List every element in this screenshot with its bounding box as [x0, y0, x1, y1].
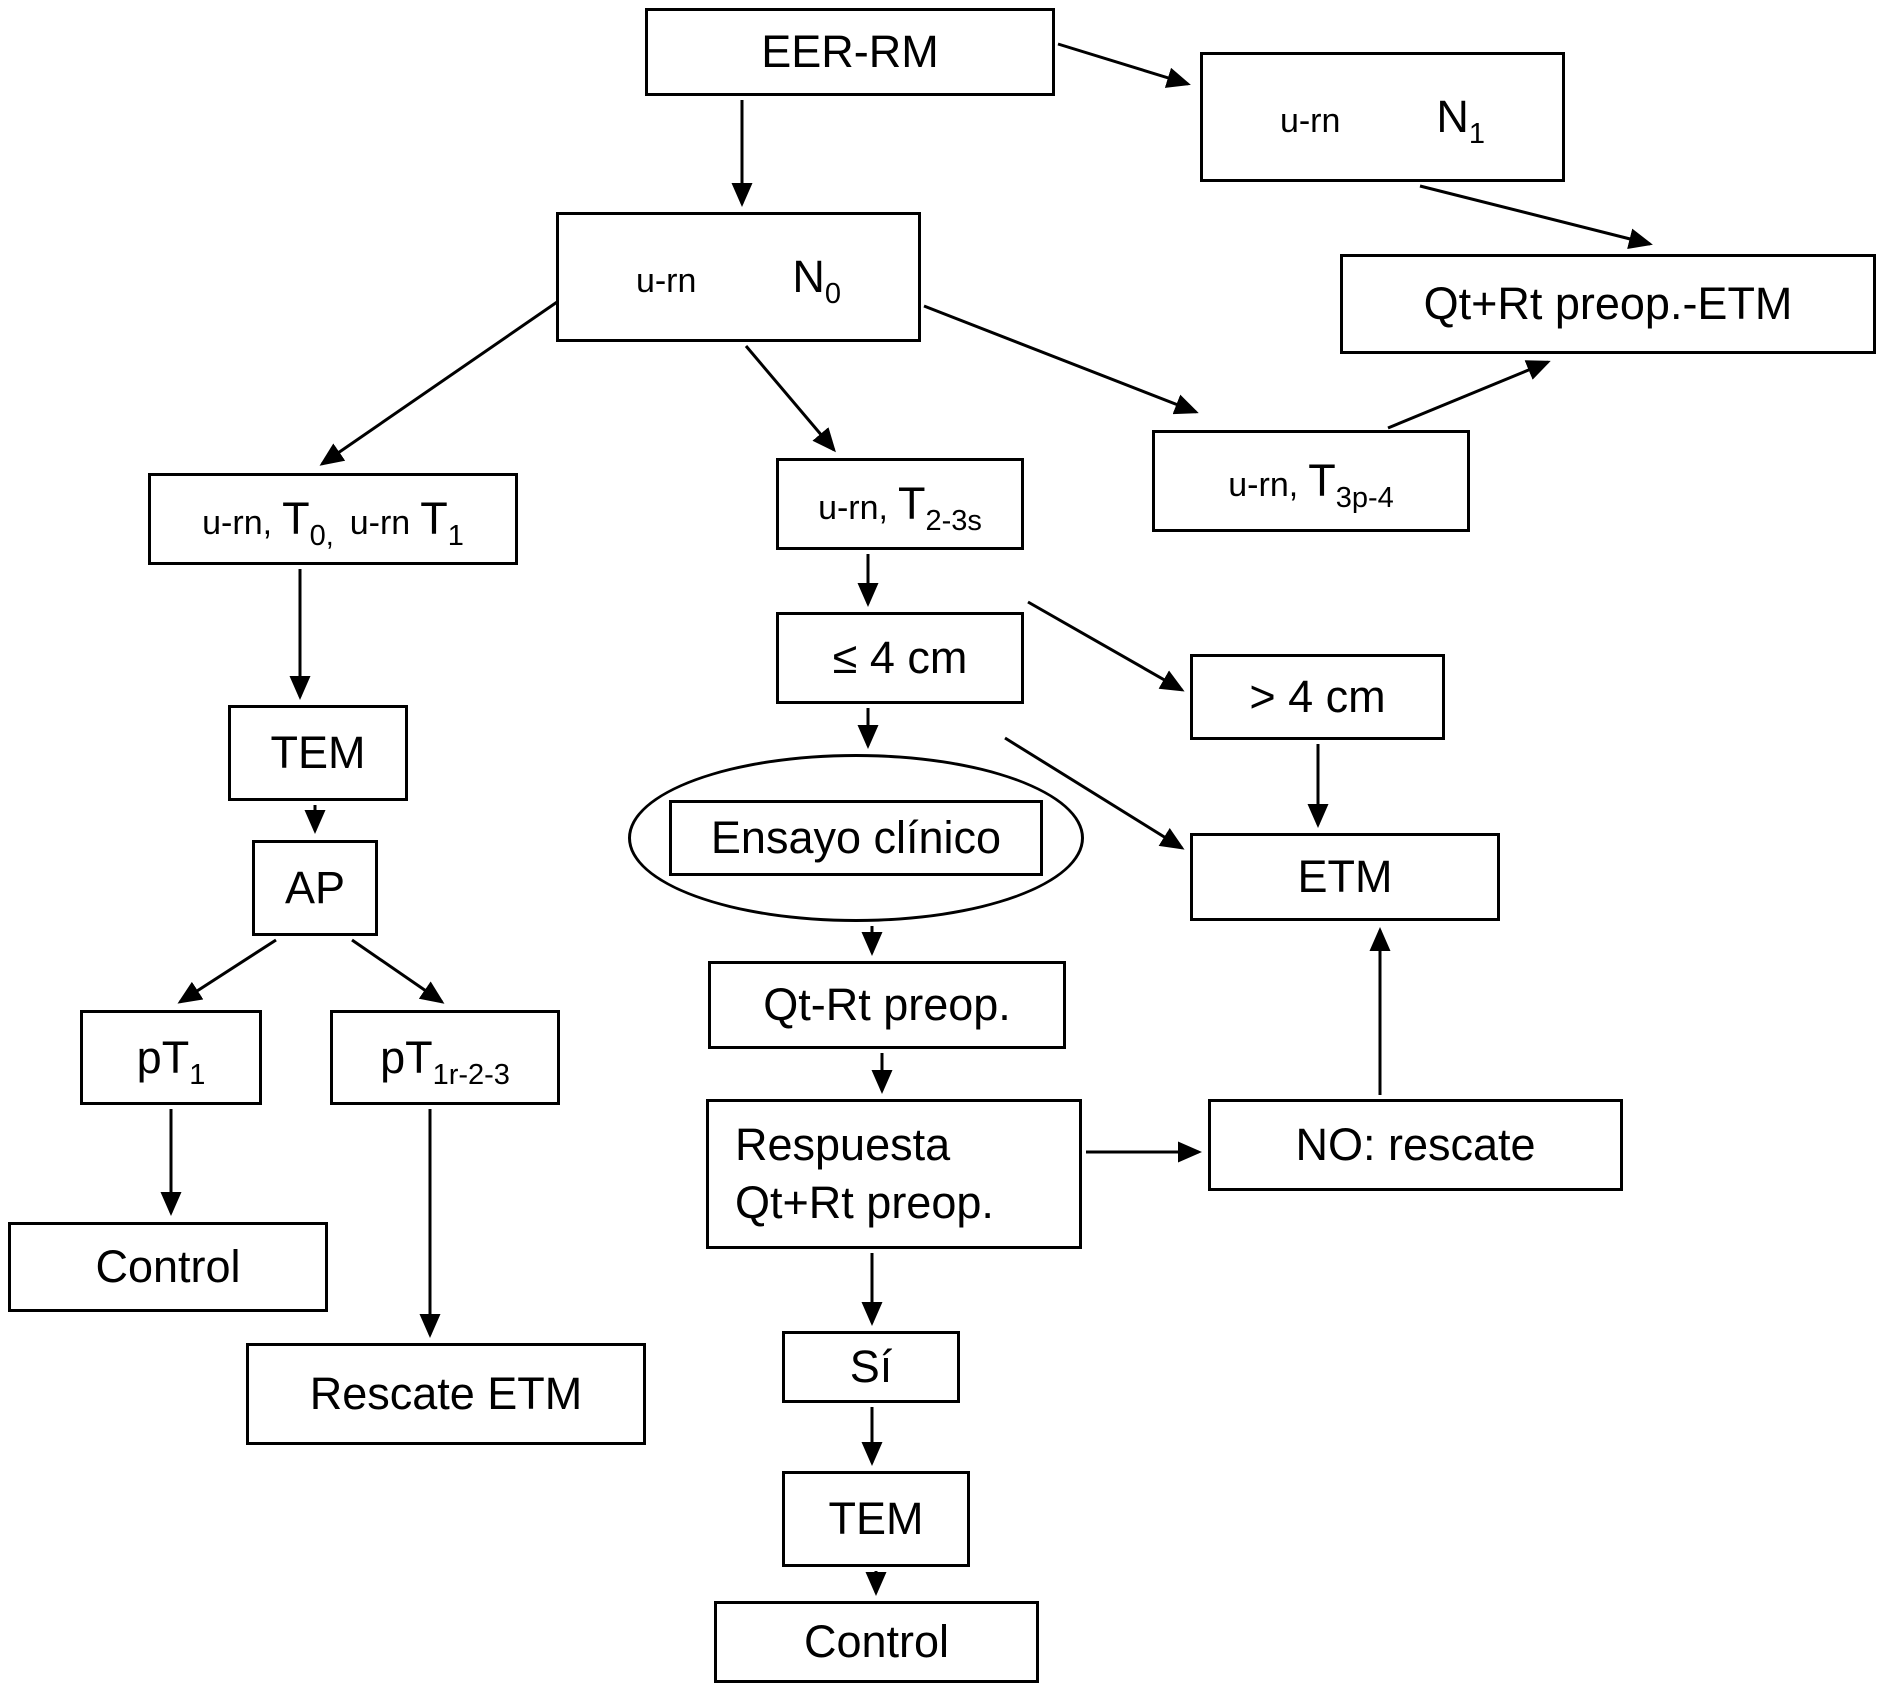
node-ensayo-clinico-box: Ensayo clínico — [669, 800, 1043, 876]
urn-t23s-subscript: 2-3s — [925, 505, 982, 537]
node-ap-label: AP — [284, 862, 346, 913]
node-eer-rm-label: EER-RM — [761, 26, 939, 77]
arrow-ap-to-pt1 — [177, 938, 277, 1004]
node-urn-n1: u-rn N1 — [1200, 52, 1565, 182]
respuesta-line1: Respuesta — [735, 1118, 951, 1170]
pt1-main: pT — [136, 1031, 190, 1083]
arrow-urn-n1-to-qt-rt-preop-etm — [1419, 184, 1653, 250]
node-urn-t23s-label: u-rn, T2-3s — [818, 478, 982, 537]
node-rescate-etm-label: Rescate ETM — [309, 1368, 583, 1419]
node-control-left-label: Control — [95, 1241, 241, 1292]
urn-t0-t1-seg3: 0, — [309, 520, 334, 552]
urn-t0-t1-seg4: u-rn — [349, 504, 411, 542]
urn-n1-main: N — [1436, 91, 1469, 142]
urn-n0-main: N — [792, 251, 825, 302]
node-tem-bottom-label: TEM — [828, 1493, 924, 1544]
node-urn-t3p4-label: u-rn,T3p-4 — [1228, 455, 1393, 514]
urn-t0-t1-seg2: T — [282, 493, 310, 544]
node-ensayo-clinico-label: Ensayo clínico — [710, 812, 1002, 863]
arrow-urn-n0-to-urn-t0-t1 — [319, 298, 561, 466]
node-le-4cm: ≤ 4 cm — [776, 612, 1024, 704]
node-eer-rm: EER-RM — [645, 8, 1055, 96]
urn-n1-prefix: u-rn — [1279, 102, 1341, 140]
arrow-le4cm-to-gt4cm — [1027, 600, 1185, 692]
node-qt-rt-preop-label: Qt-Rt preop. — [763, 979, 1011, 1030]
pt1r23-main: pT — [380, 1031, 433, 1083]
urn-t23s-main: T — [898, 478, 926, 529]
node-pt1r23-label: pT1r-2-3 — [380, 1031, 510, 1091]
node-gt-4cm: > 4 cm — [1190, 654, 1445, 740]
node-rescate-etm: Rescate ETM — [246, 1343, 646, 1445]
urn-t3p4-subscript: 3p-4 — [1335, 482, 1394, 514]
node-tem-left: TEM — [228, 705, 408, 801]
urn-n0-prefix: u-rn — [635, 262, 697, 300]
node-ap: AP — [252, 840, 378, 936]
node-si-label: Sí — [849, 1341, 893, 1392]
node-le-4cm-label: ≤ 4 cm — [832, 632, 968, 683]
node-urn-n1-label: u-rn N1 — [1279, 91, 1485, 150]
node-control-bottom-label: Control — [803, 1616, 950, 1667]
node-no-rescate: NO: rescate — [1208, 1099, 1623, 1191]
urn-t23s-prefix: u-rn, — [818, 489, 888, 527]
arrow-ensayo-clinico-to-etm — [1004, 736, 1185, 850]
pt1-subscript: 1 — [189, 1058, 206, 1091]
urn-t0-t1-seg6: 1 — [447, 520, 464, 552]
arrow-eer-rm-to-urn-n1 — [1057, 42, 1191, 88]
urn-n0-subscript: 0 — [824, 278, 842, 310]
node-urn-n0: u-rn N0 — [556, 212, 921, 342]
node-qt-rt-preop-etm: Qt+Rt preop.-ETM — [1340, 254, 1876, 354]
urn-t3p4-main: T — [1308, 455, 1336, 506]
node-urn-t3p4: u-rn,T3p-4 — [1152, 430, 1470, 532]
node-si: Sí — [782, 1331, 960, 1403]
node-gt-4cm-label: > 4 cm — [1249, 671, 1386, 722]
node-tem-left-label: TEM — [270, 727, 366, 778]
node-control-bottom: Control — [714, 1601, 1039, 1683]
urn-t3p4-prefix: u-rn, — [1228, 466, 1299, 504]
node-etm-label: ETM — [1297, 851, 1393, 902]
respuesta-line2: Qt+Rt preop. — [735, 1177, 994, 1228]
node-urn-t23s: u-rn, T2-3s — [776, 458, 1024, 550]
urn-n1-subscript: 1 — [1468, 118, 1486, 150]
node-etm: ETM — [1190, 833, 1500, 921]
node-qt-rt-preop: Qt-Rt preop. — [708, 961, 1066, 1049]
node-ensayo-clinico-ellipse: Ensayo clínico — [628, 754, 1084, 922]
arrow-urn-n0-to-urn-t23s — [744, 345, 836, 453]
node-pt1: pT1 — [80, 1010, 262, 1105]
pt1r23-subscript: 1r-2-3 — [432, 1058, 510, 1091]
urn-t0-t1-seg1: u-rn, — [202, 504, 273, 542]
arrow-ap-to-pt1r23 — [351, 938, 445, 1004]
node-pt1r23: pT1r-2-3 — [330, 1010, 560, 1105]
node-urn-n0-label: u-rn N0 — [635, 251, 841, 310]
node-control-left: Control — [8, 1222, 328, 1312]
node-no-rescate-label: NO: rescate — [1295, 1119, 1536, 1170]
node-qt-rt-preop-etm-label: Qt+Rt preop.-ETM — [1423, 278, 1793, 329]
arrow-urn-t3p4-to-qt-rt-preop-etm — [1387, 360, 1551, 430]
node-pt1-label: pT1 — [136, 1031, 206, 1091]
node-tem-bottom: TEM — [782, 1471, 970, 1567]
arrow-urn-n0-to-urn-t3p4 — [923, 304, 1199, 415]
urn-t0-t1-seg5: T — [420, 493, 448, 544]
